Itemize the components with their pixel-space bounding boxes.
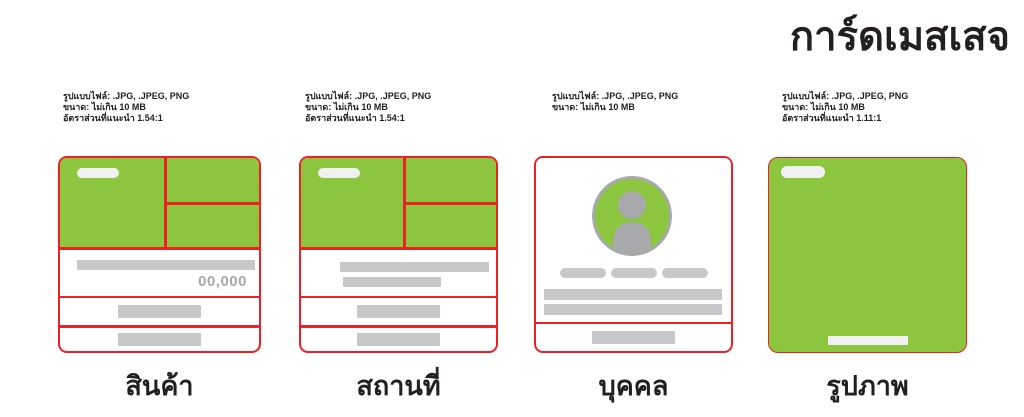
card-divider bbox=[60, 325, 259, 328]
button-label-placeholder bbox=[827, 336, 908, 345]
avatar bbox=[592, 176, 672, 256]
card-label-image: รูปภาพ bbox=[826, 371, 909, 401]
card-divider bbox=[60, 247, 259, 250]
action-row bbox=[536, 324, 731, 351]
tag-placeholder bbox=[559, 268, 606, 278]
card-location-wireframe bbox=[299, 156, 498, 353]
tag-row bbox=[536, 268, 731, 278]
product-image-placeholder bbox=[60, 158, 259, 247]
button-label-placeholder bbox=[592, 331, 675, 344]
card-divider bbox=[301, 247, 496, 250]
card-person-wireframe bbox=[534, 156, 733, 353]
button-label-placeholder bbox=[357, 305, 440, 318]
title-text-placeholder bbox=[340, 261, 489, 272]
person-info-section bbox=[536, 158, 731, 322]
image-grid-divider-horizontal bbox=[403, 202, 496, 205]
spec-file-size: ขนาด: ไม่เกิน 10 MB bbox=[782, 102, 865, 112]
location-image-placeholder bbox=[301, 158, 496, 247]
image-spec-annotation: รูปแบบไฟล์: .JPG, .JPEG, PNG ขนาด: ไม่เก… bbox=[782, 91, 908, 124]
image-tag-placeholder bbox=[77, 168, 119, 178]
spec-file-size: ขนาด: ไม่เกิน 10 MB bbox=[305, 102, 388, 112]
spec-file-size: ขนาด: ไม่เกิน 10 MB bbox=[552, 102, 635, 112]
spec-file-format: รูปแบบไฟล์: .JPG, .JPEG, PNG bbox=[63, 91, 190, 101]
button-label-placeholder bbox=[357, 332, 440, 346]
card-divider bbox=[536, 321, 731, 324]
location-spec-annotation: รูปแบบไฟล์: .JPG, .JPEG, PNG ขนาด: ไม่เก… bbox=[305, 91, 431, 124]
person-icon bbox=[618, 191, 646, 219]
tag-placeholder bbox=[661, 268, 708, 278]
button-label-placeholder bbox=[118, 305, 201, 318]
product-info-section: 00,000 bbox=[60, 249, 259, 296]
image-tag-placeholder bbox=[318, 168, 360, 178]
card-label-location: สถานที่ bbox=[356, 371, 441, 401]
price-placeholder: 00,000 bbox=[198, 272, 247, 290]
page-title: การ์ดเมสเสจ bbox=[789, 15, 1010, 59]
card-divider bbox=[301, 295, 496, 298]
card-divider bbox=[301, 325, 496, 328]
spec-file-format: รูปแบบไฟล์: .JPG, .JPEG, PNG bbox=[552, 91, 679, 101]
card-product-wireframe: 00,000 bbox=[58, 156, 261, 353]
card-image-wireframe bbox=[768, 157, 967, 353]
action-row bbox=[60, 298, 259, 325]
action-row bbox=[60, 328, 259, 352]
card-divider bbox=[60, 295, 259, 298]
spec-aspect-ratio: อัตราส่วนที่แนะนำ 1.54:1 bbox=[63, 113, 163, 123]
button-label-placeholder bbox=[118, 332, 201, 346]
spec-file-size: ขนาด: ไม่เกิน 10 MB bbox=[63, 102, 146, 112]
person-icon-torso bbox=[613, 222, 651, 253]
image-grid-divider-horizontal bbox=[164, 202, 259, 205]
spec-file-format: รูปแบบไฟล์: .JPG, .JPEG, PNG bbox=[305, 91, 432, 101]
card-label-product: สินค้า bbox=[125, 371, 194, 401]
tag-placeholder bbox=[610, 268, 657, 278]
product-spec-annotation: รูปแบบไฟล์: .JPG, .JPEG, PNG ขนาด: ไม่เก… bbox=[63, 91, 189, 124]
title-text-placeholder bbox=[77, 259, 255, 270]
description-text-placeholder bbox=[544, 289, 722, 300]
subtitle-text-placeholder bbox=[343, 276, 441, 287]
spec-aspect-ratio: อัตราส่วนที่แนะนำ 1.11:1 bbox=[782, 113, 882, 123]
location-info-section bbox=[301, 249, 496, 296]
action-row bbox=[301, 328, 496, 352]
card-label-person: บุคคล bbox=[598, 371, 669, 401]
spec-aspect-ratio: อัตราส่วนที่แนะนำ 1.54:1 bbox=[305, 113, 405, 123]
spec-file-format: รูปแบบไฟล์: .JPG, .JPEG, PNG bbox=[782, 91, 909, 101]
image-tag-placeholder bbox=[781, 166, 825, 178]
description-text-placeholder bbox=[544, 304, 722, 315]
action-row bbox=[301, 298, 496, 325]
person-spec-annotation: รูปแบบไฟล์: .JPG, .JPEG, PNG ขนาด: ไม่เก… bbox=[552, 91, 678, 113]
